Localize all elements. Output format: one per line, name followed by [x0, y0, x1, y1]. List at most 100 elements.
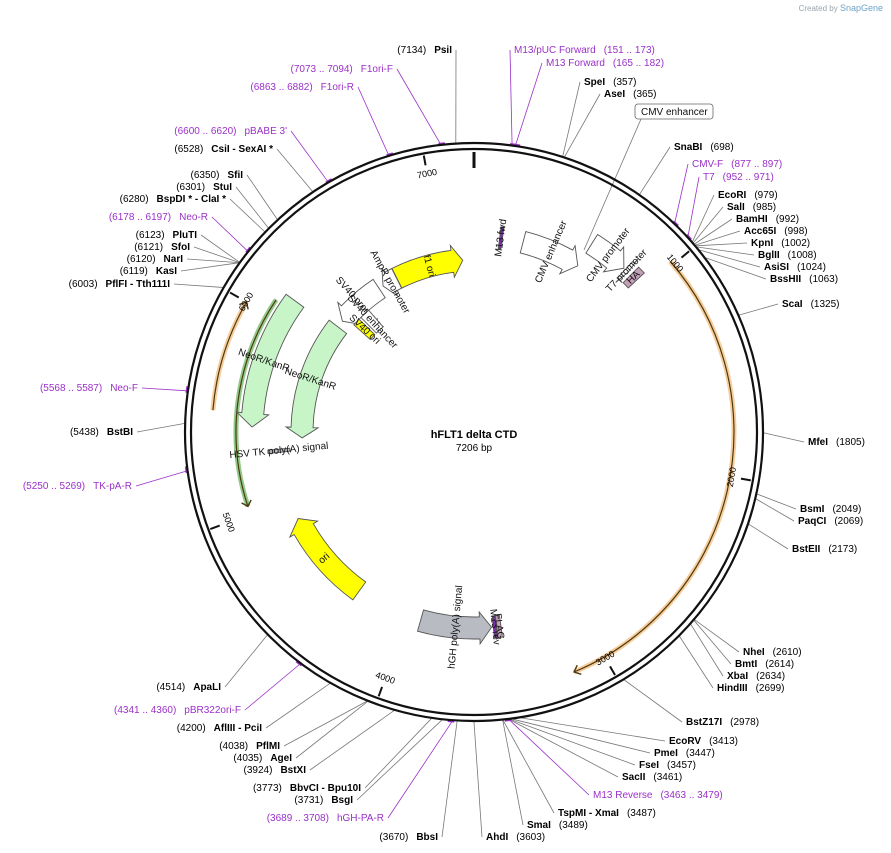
site-labels: (7134)PsiISpeI(357)AseI(365)SnaBI(698)Ec… — [23, 45, 865, 843]
site-label: XbaI(2634) — [727, 671, 785, 682]
site-label: (6123)PluTI — [136, 230, 198, 241]
site-position: (6123) — [136, 230, 165, 241]
site-label: SnaBI(698) — [674, 142, 734, 153]
site-leader — [295, 701, 368, 759]
feature-label: FLAG — [492, 613, 506, 641]
site-position: (3924) — [244, 765, 273, 776]
primer-leader — [509, 719, 590, 796]
primer-leader — [515, 62, 543, 146]
primer-label: (7073 .. 7094)F1ori-F — [291, 64, 394, 75]
primer-leader — [141, 387, 187, 392]
site-position: (3773) — [253, 783, 282, 794]
site-label: (6350)SfiI — [191, 170, 244, 181]
site-leader — [235, 186, 269, 228]
site-label: PaqCI(2069) — [798, 516, 863, 527]
site-leader — [173, 283, 223, 288]
site-label: Acc65I(998) — [744, 226, 808, 237]
site-position: (6301) — [176, 182, 205, 193]
site-label: (6280)BspDI * - ClaI * — [120, 194, 226, 205]
site-position: (3670) — [379, 832, 408, 843]
site-position: (1024) — [797, 262, 826, 273]
plasmid-name: hFLT1 delta CTD — [431, 429, 518, 441]
site-label: BamHI (992) — [736, 214, 799, 225]
tick-label: 2000 — [725, 466, 738, 487]
orf-arc — [235, 299, 277, 507]
site-name: NheI — [743, 647, 765, 658]
site-leader — [509, 719, 619, 778]
tick-label: 4000 — [374, 670, 396, 686]
site-label: BstEII (2173) — [792, 544, 857, 555]
site-position: (985) — [753, 202, 776, 213]
site-label: EcoRI(979) — [718, 190, 778, 201]
site-leader — [697, 246, 755, 256]
site-name: SpeI — [584, 77, 605, 88]
orf-arrowhead — [239, 301, 249, 310]
site-label: (6119)KasI — [120, 266, 178, 277]
site-leader — [200, 234, 240, 263]
primer-label: (6863 .. 6882)F1ori-R — [250, 82, 354, 93]
site-name: BstEII — [792, 544, 821, 555]
site-leader — [763, 432, 805, 443]
site-position: (3447) — [686, 748, 715, 759]
orf-arc — [212, 301, 248, 411]
site-position: (3489) — [559, 820, 588, 831]
feature-arc — [391, 244, 464, 289]
site-position: (1063) — [809, 274, 838, 285]
site-label: SmaI(3489) — [527, 820, 588, 831]
primer-leader — [396, 68, 441, 145]
primer-leader — [687, 176, 700, 237]
site-name: TspMI - XmaI — [558, 808, 619, 819]
cmv-enhancer-callout-box — [634, 103, 714, 120]
primer-label: (5250 .. 5269) TK-pA-R — [23, 481, 132, 492]
site-name: AsiSI — [764, 262, 789, 273]
tick-label: 7000 — [416, 167, 437, 180]
primer-leader — [290, 130, 329, 182]
site-label: AsiSI (1024) — [764, 262, 826, 273]
primer-label: M13 Reverse(3463 .. 3479) — [593, 790, 723, 801]
primer-leader — [674, 163, 689, 223]
site-leader — [193, 246, 239, 263]
primer-position: (5250 .. 5269) — [23, 481, 85, 492]
site-name: EcoRV — [669, 736, 701, 747]
site-leader — [246, 174, 278, 220]
site-position: (3731) — [294, 795, 323, 806]
site-name: AflIII - PciI — [214, 723, 263, 734]
feature-arc — [235, 293, 305, 428]
site-name: SfoI — [171, 242, 190, 253]
site-leader — [510, 719, 636, 766]
site-label: (3924)BstXI — [244, 765, 307, 776]
primer-leader — [135, 470, 187, 487]
site-position: (992) — [776, 214, 799, 225]
site-label: (6121)SfoI — [134, 242, 190, 253]
primer-name: F1ori-F — [361, 64, 393, 75]
site-position: (4038) — [219, 741, 248, 752]
site-label: (7134)PsiI — [397, 45, 452, 56]
site-label: BglII(1008) — [758, 250, 817, 261]
site-leader — [693, 206, 724, 243]
site-label: HindIII(2699) — [717, 683, 784, 694]
site-position: (6528) — [174, 144, 203, 155]
site-position: (3603) — [516, 832, 545, 843]
site-position: (2173) — [828, 544, 857, 555]
primer-name: pBR322ori-F — [184, 705, 241, 716]
site-name: AhdI — [486, 832, 508, 843]
site-position: (3487) — [627, 808, 656, 819]
primer-name: TK-pA-R — [93, 481, 132, 492]
site-label: BsmI(2049) — [800, 504, 861, 515]
site-label: AhdI (3603) — [486, 832, 545, 843]
site-name: SfiI — [227, 170, 243, 181]
site-leader — [521, 717, 666, 742]
site-label: SpeI (357) — [584, 77, 636, 88]
site-position: (1002) — [781, 238, 810, 249]
site-position: (6003) — [69, 279, 98, 290]
site-name: BamHI — [736, 214, 768, 225]
site-leader — [694, 619, 740, 653]
site-label: KpnI(1002) — [751, 238, 810, 249]
primer-position: (151 .. 173) — [604, 45, 655, 56]
feature-arc — [267, 447, 291, 455]
primer-position: (6600 .. 6620) — [174, 126, 236, 137]
leader-lines — [135, 49, 805, 838]
site-position: (357) — [613, 77, 636, 88]
